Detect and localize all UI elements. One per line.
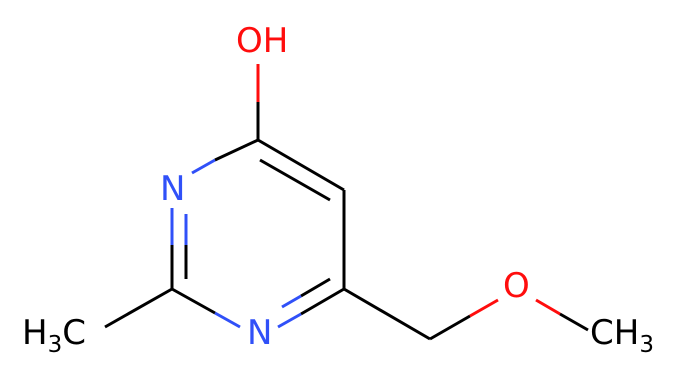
- methyl-left-c: C: [62, 313, 86, 353]
- bond-c6-n1-inner-black: [300, 277, 331, 298]
- methyl-right-ch: CH: [590, 313, 639, 353]
- bond-n3-c4-black: [214, 138, 259, 162]
- bond-n3-c4-blue: [191, 158, 216, 175]
- bond-c4-c5: [257, 138, 345, 192]
- bond-ch2-o-black: [429, 314, 471, 341]
- bond-n1-c2-black: [171, 287, 216, 315]
- methyl-left-subscript: 3: [48, 332, 63, 358]
- bond-ch2-o-red: [469, 298, 499, 318]
- bond-c6-n1-black: [300, 287, 345, 316]
- hydroxyl-label: OH: [236, 21, 288, 61]
- methyl-left-h: H: [22, 313, 48, 353]
- bond-c6-n1-inner-blue: [281, 294, 302, 309]
- bond-c6-n1-blue: [277, 312, 302, 329]
- bond-c2-methyl: [104, 287, 173, 329]
- atom-labels: OH N N O H3C CH3: [22, 21, 654, 358]
- methyl-right-label: CH3: [590, 313, 654, 358]
- nitrogen-n1-label: N: [247, 313, 272, 353]
- nitrogen-n3-label: N: [160, 169, 185, 209]
- methyl-left-label: H3C: [22, 313, 86, 358]
- substituents: [104, 64, 589, 341]
- ether-oxygen-label: O: [503, 266, 530, 306]
- bond-c4-c5-inner: [259, 158, 331, 202]
- bond-n1-c2-blue: [214, 311, 241, 329]
- bond-c6-ch2: [343, 287, 431, 341]
- pyrimidine-ring: [170, 138, 346, 329]
- bond-o-methyl-black: [559, 312, 589, 332]
- methyl-right-subscript: 3: [639, 332, 654, 358]
- bond-o-methyl-red: [535, 298, 561, 316]
